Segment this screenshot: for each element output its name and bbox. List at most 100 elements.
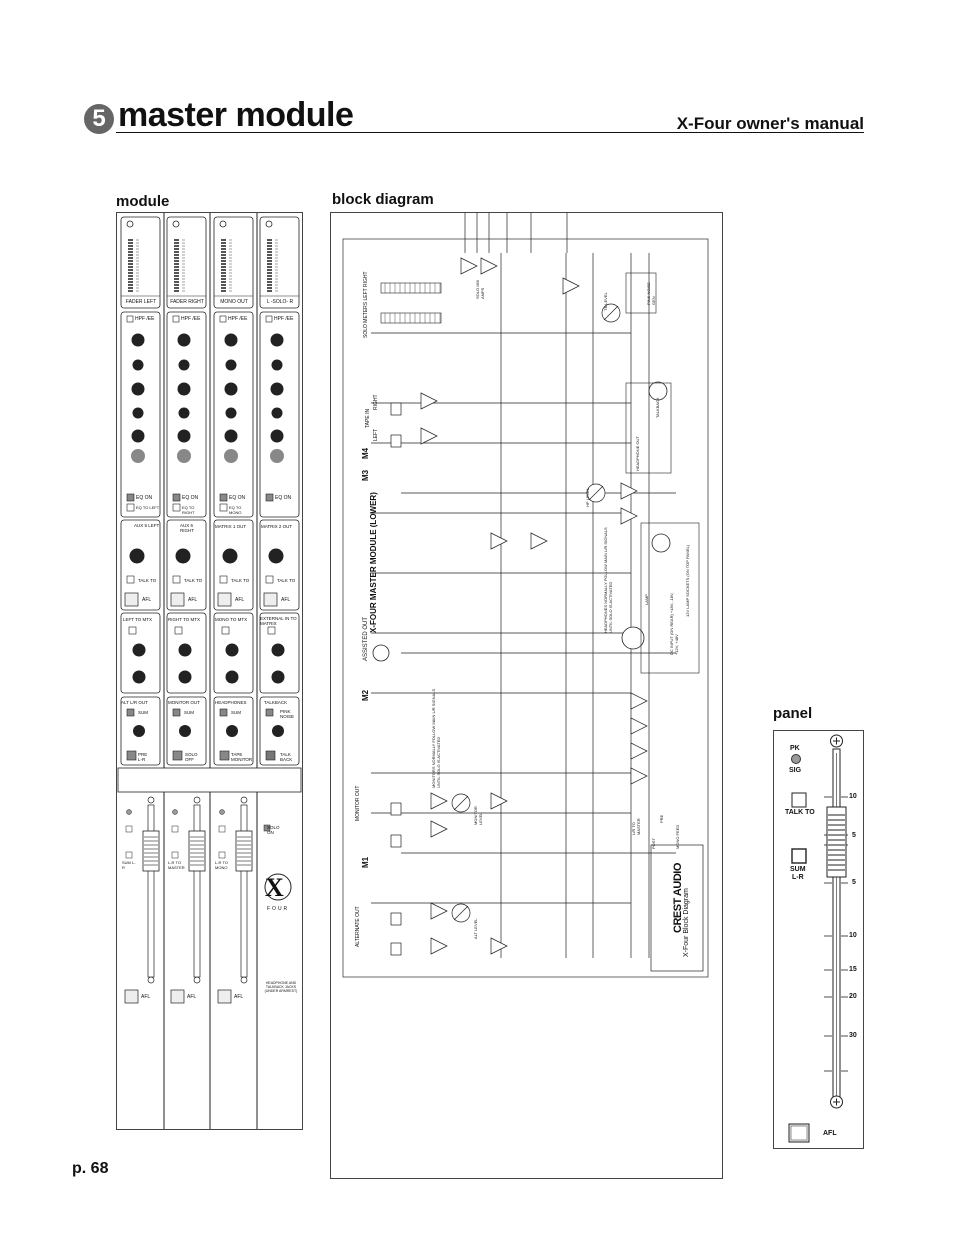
sum-button-shape bbox=[126, 708, 135, 717]
amplifier-triangle bbox=[490, 532, 508, 550]
meter-segment bbox=[128, 275, 133, 277]
meter-segment bbox=[267, 248, 272, 250]
hpf-label: HPF /EE bbox=[135, 316, 155, 322]
talk-to-button-shape bbox=[219, 575, 228, 584]
talk-to-label: TALK TO bbox=[277, 578, 296, 583]
lr-to-master-label: L/R TO MASTER bbox=[631, 818, 641, 835]
level-pot-arrow bbox=[453, 795, 469, 811]
scale-label-10: 10 bbox=[849, 932, 857, 939]
meter-segment bbox=[128, 278, 133, 280]
meter-segment bbox=[221, 239, 226, 241]
meter-segment bbox=[221, 257, 226, 259]
eq-knob bbox=[177, 382, 191, 396]
bottom-button-shape bbox=[126, 750, 137, 761]
eq-knob bbox=[178, 407, 190, 419]
sum-lr-button-shape[interactable] bbox=[791, 848, 807, 864]
block-diagram-frame: X-FOUR MASTER MODULE (LOWER) M1 M2 M3 M4… bbox=[330, 212, 723, 1179]
pre-label: PRE bbox=[659, 814, 664, 823]
meter-segment bbox=[221, 254, 226, 256]
meter-segment bbox=[221, 275, 226, 277]
pk-sig-led bbox=[791, 754, 801, 764]
eq-knob bbox=[131, 449, 145, 463]
eq-knob bbox=[224, 333, 238, 347]
solo-on-led bbox=[263, 824, 271, 832]
module-strip-drawing bbox=[117, 213, 302, 1129]
bus-label-m3: M3 bbox=[361, 469, 370, 481]
meter-segment bbox=[128, 254, 133, 256]
hpf-label: HPF /EE bbox=[274, 316, 294, 322]
eq-to-right-label: EQ TO RIGHT bbox=[182, 505, 195, 515]
talkback-xlr-connector bbox=[648, 381, 668, 401]
meter-segment bbox=[221, 260, 226, 262]
meter-screw-icon bbox=[265, 220, 273, 228]
hpf-button-shape bbox=[126, 315, 134, 323]
x-four-logo-word: FOUR bbox=[267, 906, 290, 912]
meter-segment bbox=[221, 284, 226, 286]
talk-to-button-shape bbox=[218, 825, 226, 833]
matrix1-out-label: MATRIX 1 OUT bbox=[215, 524, 247, 529]
jack-connector bbox=[390, 802, 402, 816]
tape-in-label: TAPE IN bbox=[365, 408, 371, 428]
bottom-knob bbox=[133, 725, 145, 737]
jack-connector bbox=[390, 912, 402, 926]
afl-button-shape bbox=[124, 592, 139, 607]
meter-segment bbox=[174, 290, 179, 292]
eq-knob bbox=[177, 333, 191, 347]
amplifier-triangle bbox=[430, 792, 448, 810]
meter-segment bbox=[128, 266, 133, 268]
afl-fader-label: AFL bbox=[234, 994, 244, 1000]
level-knob bbox=[129, 548, 145, 564]
fader-cap[interactable] bbox=[826, 806, 847, 878]
meter-segment bbox=[128, 290, 133, 292]
eq-knob bbox=[131, 429, 145, 443]
solo-meter-bar bbox=[380, 312, 442, 324]
hpf-button-shape bbox=[172, 315, 180, 323]
talk-to-button-shape bbox=[171, 825, 179, 833]
bottom-knob bbox=[226, 725, 238, 737]
meter-segment bbox=[267, 287, 272, 289]
lamp-connector bbox=[651, 533, 671, 553]
meter-segment bbox=[267, 257, 272, 259]
level-knob bbox=[175, 548, 191, 564]
talk-to-button-shape[interactable] bbox=[791, 792, 807, 808]
fader-screw-icon bbox=[147, 976, 155, 984]
meter-segment bbox=[174, 251, 179, 253]
bottom-knob bbox=[179, 725, 191, 737]
tb-level-label: TB LEVEL bbox=[603, 292, 608, 311]
matrix-panel bbox=[166, 519, 207, 611]
meter-segment bbox=[174, 278, 179, 280]
pink-noise-gen-label: PINK NOISE GEN bbox=[646, 282, 656, 305]
talk-to-label: TALK TO bbox=[231, 578, 250, 583]
meter-segment bbox=[221, 281, 226, 283]
amplifier-triangle bbox=[630, 767, 648, 785]
scale-label-30: 30 bbox=[849, 1032, 857, 1039]
afl-label: AFL bbox=[281, 597, 291, 603]
meter-segment bbox=[128, 245, 133, 247]
meter-segment bbox=[174, 269, 179, 271]
post-mono-button-shape bbox=[221, 626, 230, 635]
m2-knob bbox=[225, 670, 239, 684]
meter-segment bbox=[267, 239, 272, 241]
meter-segment bbox=[174, 245, 179, 247]
meter-screw-icon bbox=[126, 220, 134, 228]
eq-knob bbox=[177, 449, 191, 463]
amplifier-triangle bbox=[430, 937, 448, 955]
meter-screw-icon bbox=[172, 220, 180, 228]
alternate-out-label: ALTERNATE OUT bbox=[355, 906, 361, 947]
afl-button-shape bbox=[124, 989, 139, 1004]
talk-back-label: TALK BACK bbox=[280, 752, 293, 762]
meter-panel bbox=[120, 216, 161, 309]
pk-label: PK bbox=[790, 745, 800, 752]
chapter-number-badge: 5 bbox=[84, 104, 114, 134]
pk-sig-led bbox=[126, 809, 132, 815]
meter-segment bbox=[174, 242, 179, 244]
talk-to-label: TALK TO bbox=[138, 578, 157, 583]
matrix-panel bbox=[120, 519, 161, 611]
eq-assign-button-shape bbox=[126, 503, 135, 512]
bottom-button-shape bbox=[219, 750, 230, 761]
eq-knob bbox=[132, 359, 144, 371]
jack-connector bbox=[390, 434, 402, 448]
talk-to-button-shape bbox=[125, 825, 133, 833]
meter-segment bbox=[128, 257, 133, 259]
external-in-label: EXTERNAL IN TO MATRIX bbox=[260, 616, 297, 626]
